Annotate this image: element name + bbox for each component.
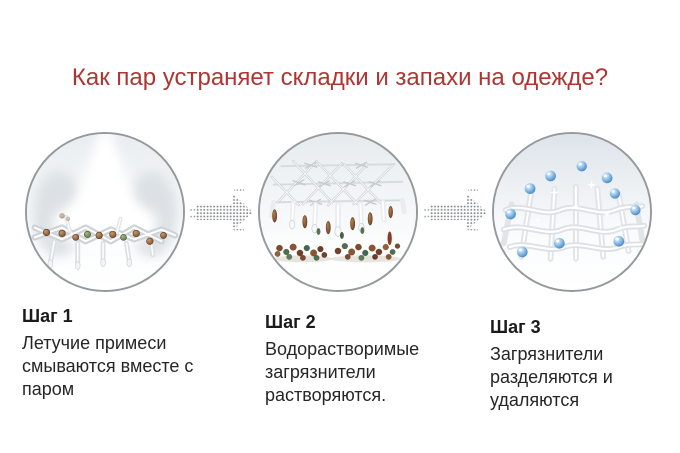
step2-circle-image (258, 132, 418, 292)
clean-mesh-droplets-illustration (494, 134, 650, 290)
dotted-right-arrow-icon (190, 189, 253, 235)
step1-heading: Шаг 1 (22, 306, 73, 326)
steam-fibers-illustration (27, 134, 183, 290)
dissolved-contaminant-clusters (273, 242, 401, 263)
step2-heading: Шаг 2 (265, 312, 316, 332)
step2-description: Водорастворимые загрязнители растворяютс… (265, 339, 420, 405)
step3-description: Загрязнители разделяются и удаляются (490, 344, 613, 410)
clean-fabric-mesh (500, 183, 648, 262)
circle3-background (494, 134, 650, 290)
step2-caption: Шаг 2 Водорастворимые загрязнители раств… (265, 312, 461, 407)
page-title: Как пар устраняет складки и запахи на од… (71, 64, 609, 91)
water-droplets (505, 161, 641, 258)
step3-heading: Шаг 3 (490, 317, 541, 337)
sparkle-icons (534, 180, 624, 231)
step1-circle-image (25, 132, 185, 292)
dotted-right-arrow-icon (424, 189, 487, 235)
dissolving-contaminants-illustration (260, 134, 416, 290)
falling-contaminant-particles (272, 205, 393, 246)
fiber-lattice (269, 160, 407, 237)
impurity-particles (42, 213, 167, 245)
step3-circle-image (492, 132, 652, 292)
step1-description: Летучие примеси смываются вместе с паром (22, 333, 194, 399)
step1-caption: Шаг 1 Летучие примеси смываются вместе с… (22, 306, 218, 401)
step3-caption: Шаг 3 Загрязнители разделяются и удаляют… (490, 317, 680, 412)
